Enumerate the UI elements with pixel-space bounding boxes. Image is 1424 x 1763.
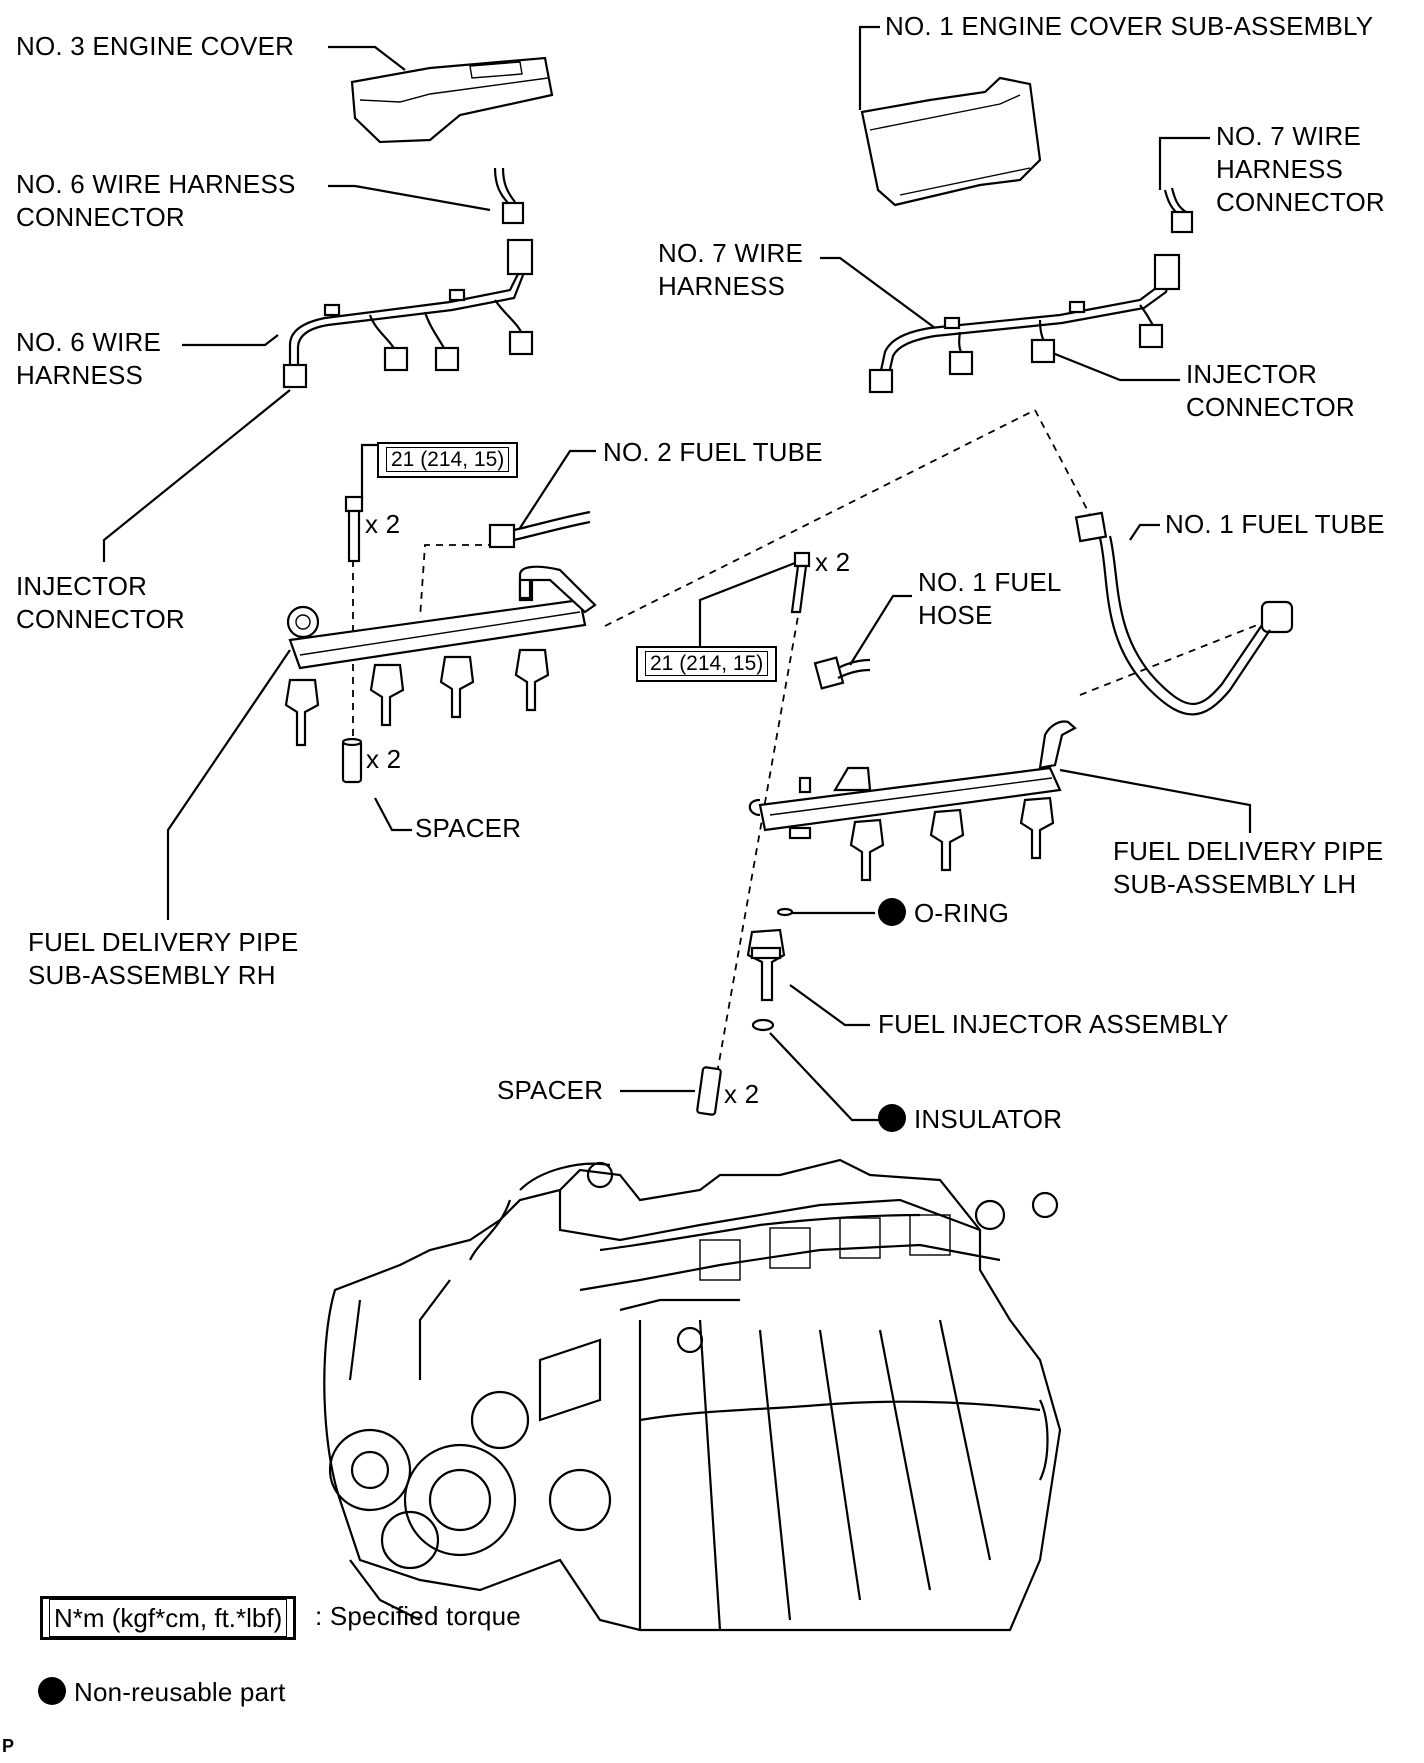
label-spacer-rh: SPACER	[415, 813, 522, 843]
label-spacer-lh: SPACER	[497, 1075, 604, 1105]
qty-bolt-rh: x 2	[365, 509, 401, 539]
qty-bolt-lh: x 2	[815, 547, 851, 577]
label-no6-connector: NO. 6 WIRE HARNESS CONNECTOR	[16, 169, 296, 232]
label-no2-fuel-tube: NO. 2 FUEL TUBE	[603, 437, 823, 467]
label-no7-connector: NO. 7 WIRE HARNESS CONNECTOR	[1216, 121, 1385, 217]
o-ring-drawing	[776, 907, 794, 917]
label-no3-engine-cover: NO. 3 ENGINE COVER	[16, 31, 295, 61]
no6-connector-drawing	[493, 167, 525, 225]
label-injector-connector-lh: INJECTOR CONNECTOR	[1186, 359, 1355, 422]
no1-fuel-hose-drawing	[813, 656, 871, 690]
label-no1-fuel-tube: NO. 1 FUEL TUBE	[1165, 509, 1385, 539]
torque-value-lh: 21 (214, 15)	[645, 651, 769, 676]
torque-box-lh: 21 (214, 15)	[636, 646, 778, 682]
leader-lines	[102, 25, 1252, 1122]
qty-spacer-rh: x 2	[366, 744, 402, 774]
label-injector-connector-rh: INJECTOR CONNECTOR	[16, 571, 185, 634]
no7-connector-drawing	[1163, 187, 1194, 234]
torque-value-rh: 21 (214, 15)	[386, 447, 510, 472]
no1-fuel-tube-drawing	[1074, 511, 1294, 716]
no1-engine-cover-drawing	[860, 76, 1042, 207]
insulator-drawing	[751, 1018, 775, 1032]
lh-spacer-drawing	[696, 1066, 722, 1116]
label-fdp-lh: FUEL DELIVERY PIPE SUB-ASSEMBLY LH	[1113, 836, 1384, 899]
alignment-lines	[352, 409, 1291, 1086]
engine-block-drawing	[323, 1158, 1062, 1632]
label-no1-engine-cover: NO. 1 ENGINE COVER SUB-ASSEMBLY	[885, 11, 1374, 41]
fuel-injector-drawing	[746, 928, 786, 1002]
rh-bolt-drawing	[344, 495, 364, 563]
nonreusable-dot-icon	[878, 1104, 906, 1133]
label-fuel-injector-assembly: FUEL INJECTOR ASSEMBLY	[878, 1009, 1229, 1039]
torque-box-rh: 21 (214, 15)	[377, 442, 519, 478]
nonreusable-dot-icon	[878, 898, 906, 927]
label-no7-wire-harness: NO. 7 WIRE HARNESS	[658, 238, 804, 301]
label-no1-fuel-hose: NO. 1 FUEL HOSE	[918, 567, 1062, 630]
legend-torque-box: N*m (kgf*cm, ft.*lbf)	[40, 1596, 297, 1640]
no2-fuel-tube-drawing	[488, 510, 591, 549]
no3-engine-cover-drawing	[350, 56, 554, 144]
legend-nonreusable-text: Non-reusable part	[74, 1677, 286, 1707]
qty-spacer-lh: x 2	[724, 1079, 760, 1109]
label-o-ring: O-RING	[878, 897, 1009, 930]
legend-nonreusable: Non-reusable part	[38, 1676, 286, 1709]
fuel-delivery-pipe-lh-drawing	[748, 720, 1077, 882]
legend-torque-text: : Specified torque	[315, 1601, 521, 1631]
nonreusable-dot-icon	[38, 1677, 66, 1706]
insulator-text: INSULATOR	[914, 1104, 1063, 1134]
no6-wire-harness-drawing	[282, 238, 534, 389]
corner-mark: P	[2, 1736, 15, 1756]
legend-torque-units: N*m (kgf*cm, ft.*lbf)	[49, 1599, 288, 1637]
label-no6-wire-harness: NO. 6 WIRE HARNESS	[16, 327, 162, 390]
label-insulator: INSULATOR	[878, 1103, 1062, 1136]
rh-spacer-drawing	[341, 737, 363, 784]
lh-bolt-drawing	[790, 551, 811, 614]
label-fdp-rh: FUEL DELIVERY PIPE SUB-ASSEMBLY RH	[28, 927, 299, 990]
no7-wire-harness-drawing	[868, 253, 1181, 394]
o-ring-text: O-RING	[914, 898, 1010, 928]
fuel-delivery-pipe-rh-drawing	[284, 565, 597, 747]
